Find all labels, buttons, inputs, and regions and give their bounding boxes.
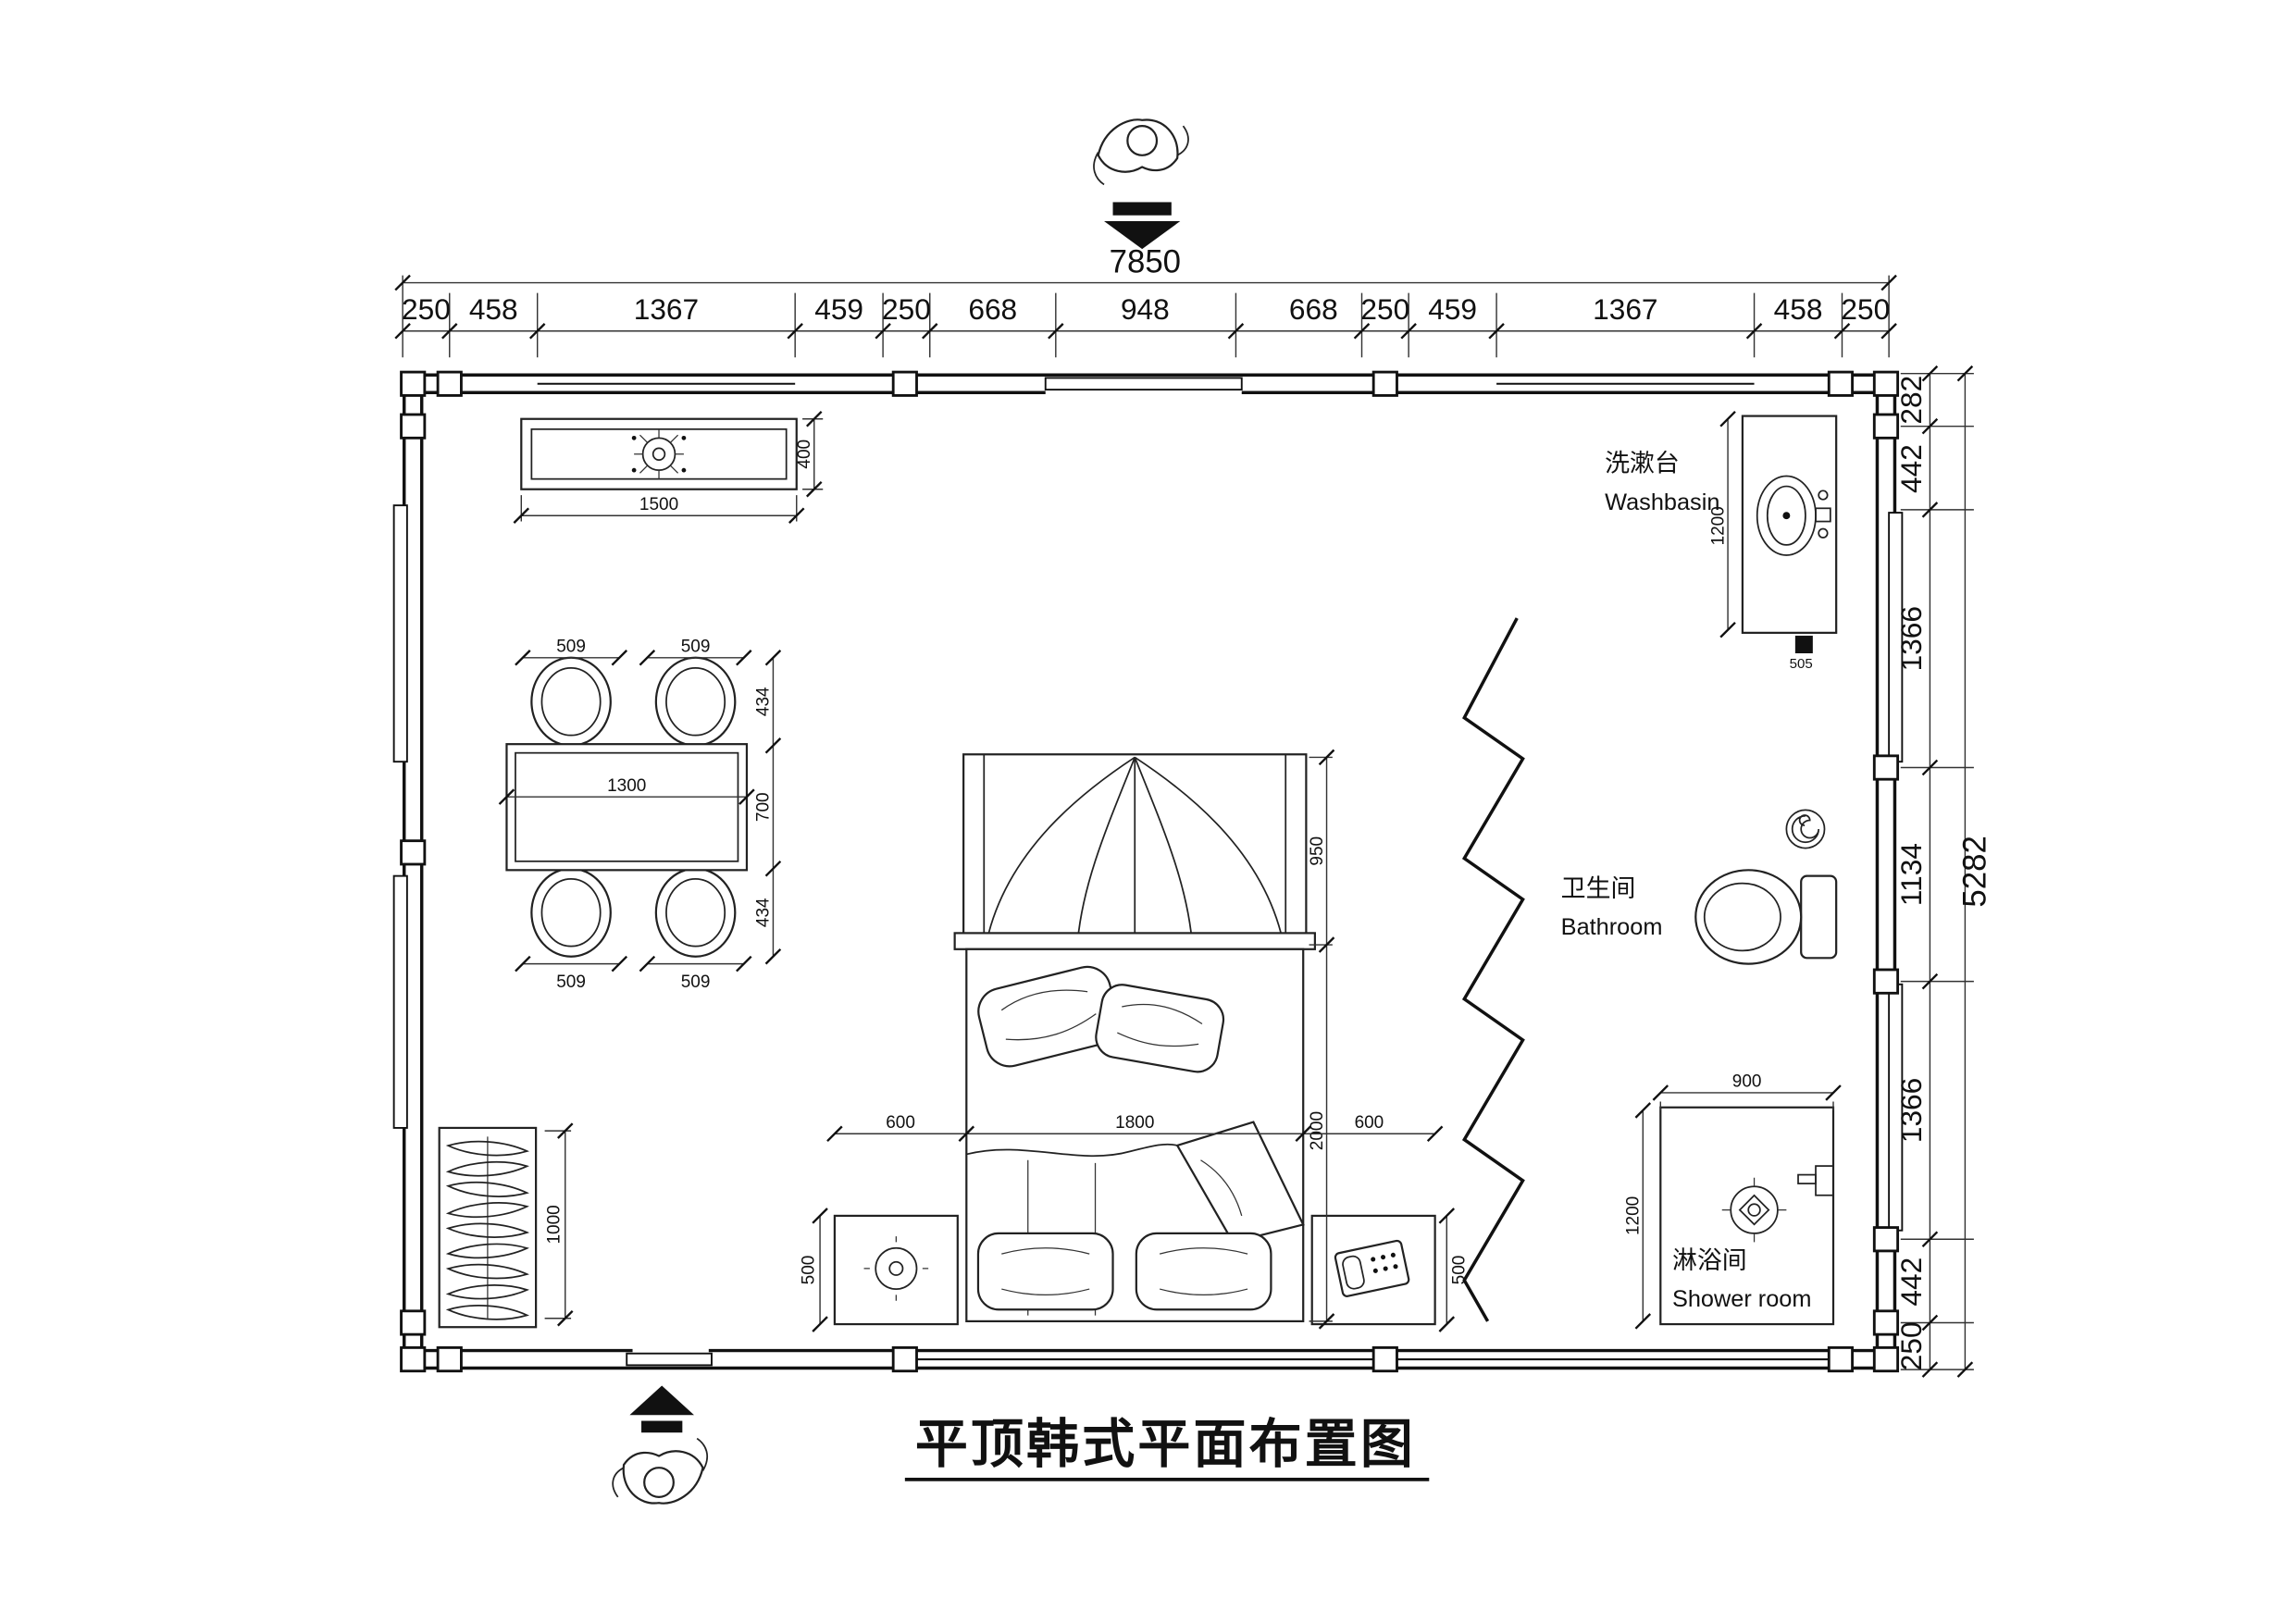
label-washbasin-en: Washbasin (1605, 489, 1719, 515)
dining-table (505, 743, 749, 872)
label-shower-en: Shower room (1672, 1286, 1811, 1312)
drawing-title: 平顶韩式平面布置图 (904, 1415, 1430, 1481)
dim-chair-bottom-right: 509 (681, 973, 711, 992)
dim-shower-width: 900 (1732, 1072, 1762, 1092)
dimension-chain-top: 7850 250 458 1367 459 250 668 948 668 25… (394, 243, 1897, 358)
dim-top-seg-9: 459 (1428, 292, 1477, 326)
dim-shower-height: 1200 (1624, 1196, 1644, 1235)
left-window-upper (392, 504, 408, 763)
dim-basin-drain: 505 (1790, 656, 1813, 672)
drain-icon (1794, 636, 1813, 654)
wall-columns (400, 370, 1900, 1373)
dim-right-seg-4: 1366 (1894, 1078, 1928, 1143)
dim-light-height: 400 (795, 440, 814, 469)
dim-top-seg-10: 1367 (1593, 292, 1657, 326)
dim-top-seg-4: 250 (882, 292, 931, 326)
dim-top-seg-6: 948 (1121, 292, 1170, 326)
dim-chair-bottom-left: 509 (556, 973, 586, 992)
dim-right-total: 5282 (1957, 836, 1993, 907)
dim-top-seg-3: 459 (814, 292, 863, 326)
dim-table-side-bot: 434 (754, 898, 774, 927)
dim-top-seg-1: 458 (469, 292, 518, 326)
top-entry-door (1044, 377, 1243, 391)
dim-wardrobe-height: 1000 (544, 1205, 564, 1244)
dim-top-seg-2: 1367 (634, 292, 699, 326)
dim-table-side-top: 434 (754, 687, 774, 716)
folding-partition (1461, 617, 1525, 1322)
toilet-tank (1800, 874, 1838, 960)
shower-room-box (1659, 1106, 1835, 1326)
telephone (1334, 1239, 1410, 1297)
dim-chair-top-right: 509 (681, 637, 711, 656)
dim-top-seg-12: 250 (1841, 292, 1890, 326)
bed-canopy (953, 753, 1316, 950)
dim-top-seg-0: 250 (402, 292, 451, 326)
nightstand-right (1310, 1214, 1436, 1326)
dim-nightstand-left: 500 (800, 1256, 819, 1285)
bottom-entry-door (626, 1352, 713, 1367)
dim-bed-right: 600 (1355, 1113, 1384, 1133)
dim-right-seg-5: 442 (1894, 1258, 1928, 1307)
label-shower-cn: 淋浴间 (1672, 1246, 1747, 1274)
dim-basin-height: 1200 (1708, 506, 1728, 545)
left-window-lower (392, 874, 408, 1129)
bed-set: 950 2000 600 1800 600 500 500 (800, 749, 1469, 1332)
entry-arrow-bottom (629, 1385, 694, 1433)
dim-top-seg-5: 668 (968, 292, 1017, 326)
dim-right-seg-0: 282 (1894, 376, 1928, 425)
bathroom-area: 卫生间 Bathroom (1561, 809, 1838, 965)
dim-chair-top-left: 509 (556, 637, 586, 656)
dim-right-seg-2: 1366 (1894, 606, 1928, 671)
bed-pillows-foot (976, 1232, 1272, 1311)
bed-blanket (966, 1121, 1305, 1316)
dim-right-seg-6: 250 (1894, 1321, 1928, 1370)
nightstand-left (833, 1214, 959, 1326)
dim-bed-length: 2000 (1308, 1111, 1327, 1150)
dim-right-seg-3: 1134 (1894, 843, 1928, 906)
dim-top-seg-8: 250 (1360, 292, 1409, 326)
person-bottom (612, 1437, 709, 1505)
floor-drain-icon (1785, 809, 1826, 849)
label-bathroom-en: Bathroom (1561, 914, 1663, 940)
dim-bed-left: 600 (886, 1113, 915, 1133)
washbasin-area: 505 1200 洗漱台 Washbasin (1605, 410, 1838, 672)
washbasin-counter (1741, 415, 1838, 634)
dimension-chain-right: 282 442 1366 1134 1366 442 250 5282 (1894, 365, 1993, 1378)
shower-area: 900 1200 淋浴间 Shower room (1624, 1072, 1842, 1330)
toilet-bowl (1694, 869, 1803, 965)
walls (392, 370, 1904, 1373)
dim-right-seg-1: 442 (1894, 444, 1928, 493)
dim-light-width: 1500 (639, 495, 678, 514)
dim-top-total: 7850 (1110, 243, 1181, 279)
title-text: 平顶韩式平面布置图 (915, 1415, 1416, 1474)
dim-table-width: 1300 (607, 776, 646, 796)
chair (530, 656, 737, 958)
dim-top-seg-7: 668 (1289, 292, 1338, 326)
entry-arrow-top (1104, 202, 1181, 250)
dim-top-seg-11: 458 (1774, 292, 1823, 326)
ceiling-light: 1500 400 (513, 410, 824, 524)
dim-bed-width: 1800 (1115, 1113, 1154, 1133)
dim-table-side-mid: 700 (754, 792, 774, 822)
wardrobe: 1000 (438, 1122, 574, 1329)
label-washbasin-cn: 洗漱台 (1605, 450, 1680, 477)
bed-pillows-head (977, 965, 1225, 1073)
dining-set: 509 509 509 509 434 700 434 1300 (498, 637, 782, 992)
dim-nightstand-right: 500 (1449, 1256, 1469, 1285)
person-top (1093, 118, 1189, 186)
faucet-icon (1815, 507, 1831, 523)
label-bathroom-cn: 卫生间 (1561, 874, 1636, 902)
dim-canopy-depth: 950 (1308, 836, 1327, 866)
